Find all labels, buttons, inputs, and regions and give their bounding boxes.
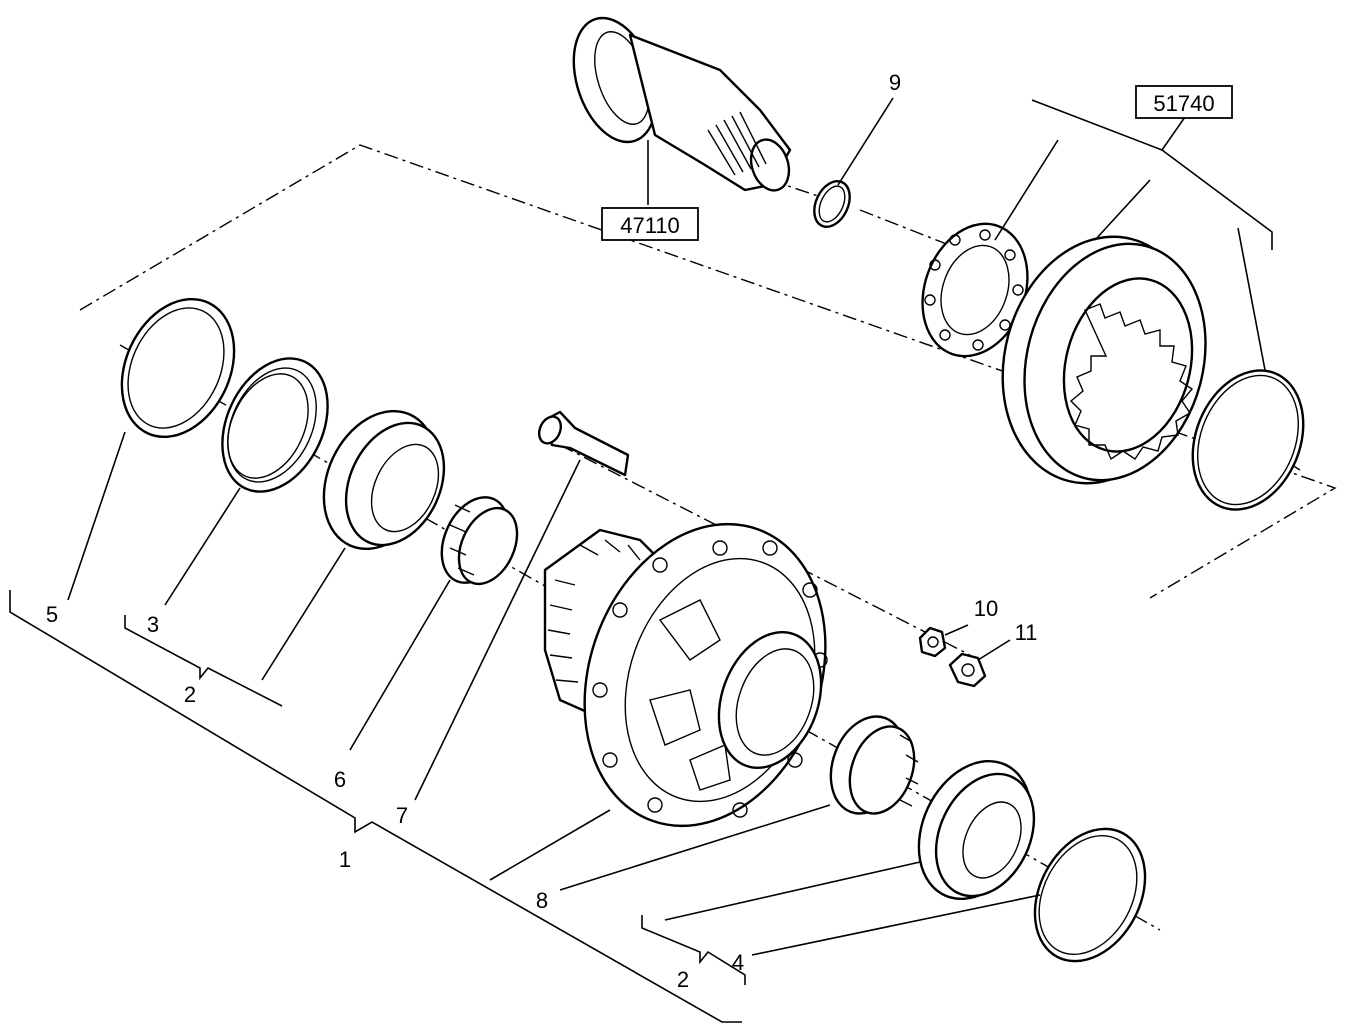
seal-ring-5 <box>120 297 236 439</box>
callout-10: 10 <box>974 596 998 621</box>
bearing-2-lower <box>917 759 1036 901</box>
callout-8: 8 <box>536 888 548 913</box>
callout-3: 3 <box>147 612 159 637</box>
ref-box-47110 <box>601 207 699 241</box>
nut-10 <box>918 626 947 658</box>
callout-7: 7 <box>396 803 408 828</box>
bearing-2-upper <box>322 409 446 551</box>
callout-1: 1 <box>339 847 351 872</box>
callout-2-lower: 2 <box>677 967 689 992</box>
callout-11: 11 <box>1015 620 1038 645</box>
pressure-plate <box>921 222 1029 358</box>
ref-box-51740 <box>1135 85 1233 119</box>
wheel-stud-7 <box>537 410 630 477</box>
leader-lines <box>67 97 1273 956</box>
bearing-cup-6 <box>440 496 519 586</box>
seal-3 <box>221 357 329 493</box>
ref-47110: 47110 <box>620 213 680 238</box>
stub-shaft-47110 <box>572 16 792 192</box>
ref-51740: 51740 <box>1153 91 1214 116</box>
o-ring-large <box>1191 369 1305 511</box>
wheel-hub-8 <box>543 522 828 828</box>
callout-5: 5 <box>46 602 58 627</box>
nut-11 <box>948 652 987 688</box>
callout-4: 4 <box>732 950 744 975</box>
bearing-cup-lower <box>829 715 919 815</box>
snap-ring-9 <box>813 180 851 228</box>
group-boundary-dashed <box>79 144 1337 599</box>
callout-9: 9 <box>889 70 901 95</box>
seal-ring-4 <box>1033 827 1147 963</box>
callout-6: 6 <box>334 767 346 792</box>
callout-2-upper: 2 <box>184 682 196 707</box>
brake-disc <box>1001 235 1207 485</box>
assembly-brackets <box>9 590 746 1023</box>
